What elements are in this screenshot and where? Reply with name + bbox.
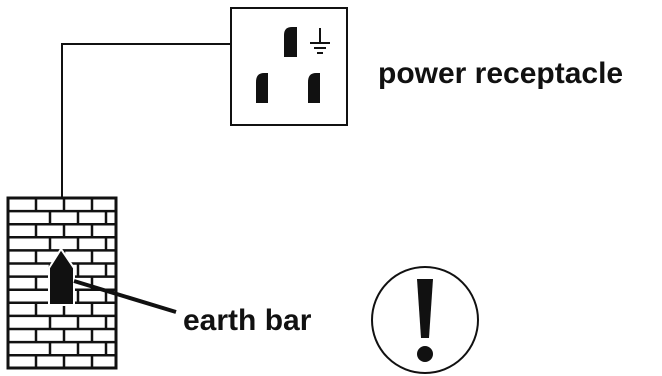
power-receptacle-icon bbox=[230, 7, 348, 126]
receptacle-faceplate bbox=[230, 7, 348, 126]
receptacle-left-slot bbox=[256, 73, 268, 103]
warning-exclamation-dot bbox=[417, 346, 433, 362]
earth-bar-leader bbox=[73, 279, 177, 314]
warning-exclamation-bar bbox=[417, 279, 433, 338]
exclamation-warning-icon bbox=[371, 266, 479, 374]
ground-wire bbox=[61, 43, 287, 232]
earth-bar-icon bbox=[48, 247, 75, 306]
earth-bar-body bbox=[48, 247, 75, 306]
earth-bar-label: earth bar bbox=[183, 304, 312, 337]
receptacle-right-slot bbox=[308, 73, 320, 103]
power-receptacle-label: power receptacle bbox=[378, 57, 624, 90]
receptacle-ground-slot bbox=[284, 27, 297, 57]
ground-symbol-icon bbox=[310, 28, 330, 54]
brick-wall-icon bbox=[6, 196, 118, 370]
